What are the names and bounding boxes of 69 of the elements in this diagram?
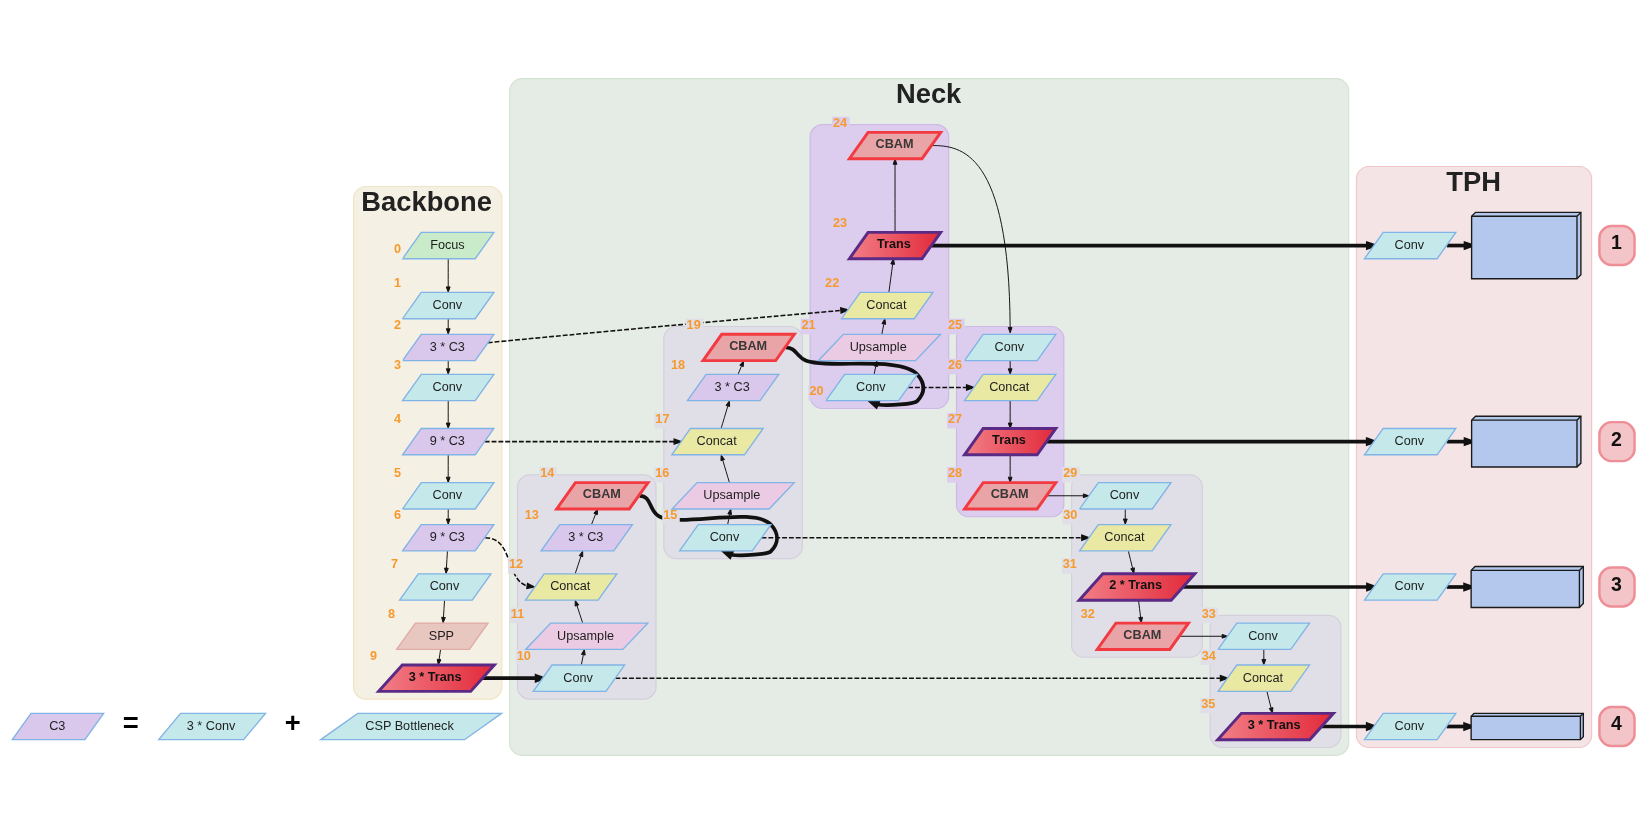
node-label: 27 [948,412,963,426]
node-box: 2 [1598,420,1636,463]
arrow [484,536,537,590]
arrow [445,258,451,293]
arrow [574,550,584,574]
arrow [720,400,731,429]
label: + [284,707,301,739]
node-label: 13 [524,508,539,523]
node-label: 35 [1201,696,1216,711]
arrow [881,318,887,335]
arrow [591,508,599,525]
node-label: 3 [393,357,401,372]
node-label: 34 [1201,648,1216,663]
node-label: 8 [388,606,396,621]
node-label: 16 [655,466,670,481]
node-label: 21 [801,317,816,332]
node-label: 28 [948,466,963,481]
arrow [614,674,1230,682]
node-box: 1 [1598,224,1636,267]
arrow [445,400,451,429]
arrow [445,360,451,375]
node-label: 12 [509,557,524,572]
node-label: 29 [1063,466,1078,481]
arrow [1007,454,1013,483]
arrow [1127,550,1135,574]
node-label: 20 [809,384,824,399]
arrow [574,599,584,624]
node-label: 2 [393,317,401,332]
arrow [907,384,976,391]
arrow [1266,691,1274,714]
arrow [445,318,451,335]
node-label: 0 [393,242,401,257]
node-box: 4 [1598,705,1636,748]
node-label: 7 [390,557,399,572]
node-label: 11 [510,606,525,621]
arrow [1046,493,1090,499]
arrow [444,550,449,574]
node-label: 24 [832,115,848,130]
arrow [785,345,925,410]
label: = [122,707,139,739]
node-label: 6 [393,508,401,523]
node-label: 33 [1201,606,1216,621]
arrow [445,454,451,483]
node-label: 23 [832,215,848,230]
node-label: 15 [663,508,678,523]
arrow [1007,400,1013,429]
node-label: 10 [516,648,531,663]
node-label: 25 [948,317,963,332]
arrow [737,360,745,375]
node-label: 4 [393,412,401,426]
node-label: 30 [1063,508,1078,523]
node-label: 19 [686,317,701,332]
node-box: 3 [1598,566,1636,608]
arrow [580,648,586,666]
node-label: 17 [655,412,670,426]
arrow [720,454,730,483]
node-label: 18 [670,357,686,372]
node-label: 32 [1080,606,1095,621]
node-label: 1 [393,275,401,290]
node-label: 5 [393,466,401,481]
arrow [639,493,779,560]
node-label: 22 [825,275,840,290]
arrow [888,258,895,293]
node-label: 9 [370,648,378,663]
arrow [1007,360,1013,375]
node-label: 31 [1062,557,1077,572]
node-label: 26 [948,357,963,372]
arrow [892,158,898,233]
node-label: 14 [540,466,555,481]
